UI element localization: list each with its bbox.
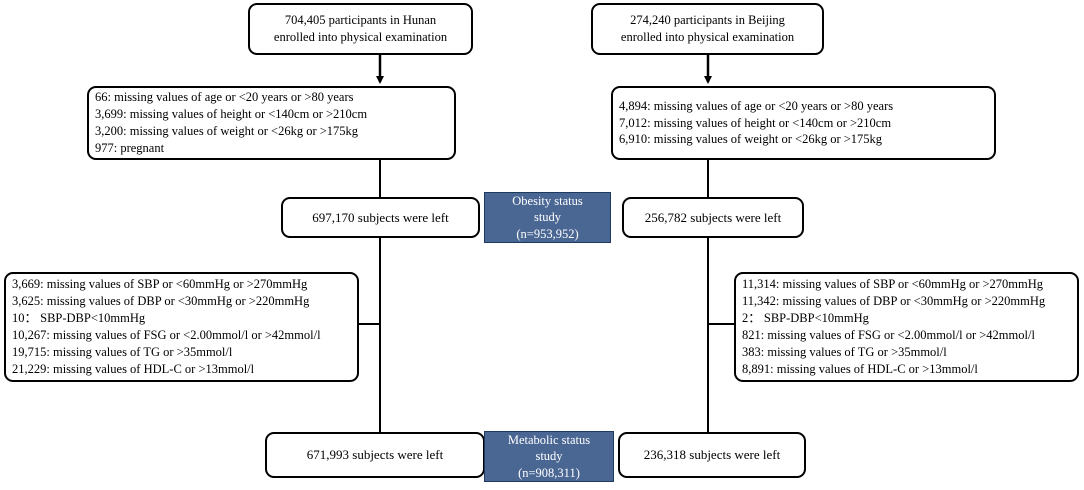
beijing-metabolic-exclusions-box: 11,314: missing values of SBP or <60mmHg… [734, 272, 1079, 382]
beijing-exclusion-dbp: 11,342: missing values of DBP or <30mmHg… [742, 294, 1046, 309]
hunan-exclusion-dbp: 3,625: missing values of DBP or <30mmHg … [12, 294, 310, 309]
hunan-enrolled-box: 704,405 participants in Hunan enrolled i… [248, 3, 473, 55]
beijing-enrolled-box: 274,240 participants in Beijing enrolled… [591, 3, 824, 55]
beijing-exclusion-tg: 383: missing values of TG or >35mmol/l [742, 344, 947, 359]
hunan-exclusion-pregnant: 977: pregnant [95, 140, 165, 155]
hunan-exclusion-fsg: 10,267: missing values of FSG or <2.00mm… [12, 328, 321, 342]
hunan-exclusion-sbp: 3,669: missing values of SBP or <60mmHg … [12, 277, 308, 292]
beijing-left-after-anthro-box: 256,782 subjects were left [622, 197, 804, 238]
beijing-exclusion-hdl: 8,891: missing values of HDL-C or >13mmo… [742, 361, 978, 376]
metabolic-study-label-2: study [535, 449, 563, 464]
hunan-left-after-metabolic: 671,993 subjects were left [306, 447, 444, 463]
hunan-enrolled-line-1: 704,405 participants in Hunan [284, 13, 437, 28]
hunan-anthropometric-exclusions-box: 66: missing values of age or <20 years o… [87, 86, 456, 160]
obesity-status-study-box: Obesity status study (n=953,952) [484, 192, 611, 243]
metabolic-status-study-box: Metabolic status study (n=908,311) [484, 431, 614, 482]
beijing-exclusion-fsg: 821: missing values of FSG or <2.00mmol/… [742, 328, 1035, 342]
metabolic-study-label-1: Metabolic status [507, 433, 591, 448]
beijing-left-after-anthro: 256,782 subjects were left [644, 209, 782, 225]
beijing-exclusion-sbp: 11,314: missing values of SBP or <60mmHg… [742, 277, 1044, 292]
hunan-left-after-anthro-box: 697,170 subjects were left [281, 197, 480, 238]
beijing-exclusion-weight: 6,910: missing values of weight or <26kg… [619, 132, 883, 147]
obesity-study-label-1: Obesity status [512, 194, 583, 209]
beijing-left-after-metabolic: 236,318 subjects were left [643, 447, 781, 463]
hunan-metabolic-exclusions-box: 3,669: missing values of SBP or <60mmHg … [4, 272, 359, 382]
hunan-left-after-anthro: 697,170 subjects were left [312, 209, 449, 225]
hunan-exclusion-age: 66: missing values of age or <20 years o… [95, 90, 354, 105]
beijing-enrolled-line-2: enrolled into physical examination [620, 30, 795, 44]
hunan-exclusion-sbp-dbp: 10： SBP-DBP<10mmHg [12, 311, 146, 326]
beijing-left-after-metabolic-box: 236,318 subjects were left [618, 432, 806, 478]
hunan-left-after-metabolic-box: 671,993 subjects were left [265, 432, 485, 478]
hunan-exclusion-hdl: 21,229: missing values of HDL-C or >13mm… [12, 361, 255, 376]
beijing-exclusion-sbp-dbp: 2： SBP-DBP<10mmHg [742, 311, 869, 326]
hunan-enrolled-line-2: enrolled into physical examination [273, 30, 448, 44]
metabolic-study-count: (n=908,311) [518, 465, 580, 480]
obesity-study-label-2: study [533, 210, 562, 225]
beijing-exclusion-age: 4,894: missing values of age or <20 year… [619, 98, 894, 113]
hunan-exclusion-tg: 19,715: missing values of TG or >35mmol/… [12, 344, 233, 359]
hunan-exclusion-weight: 3,200: missing values of weight or <26kg… [95, 124, 359, 138]
beijing-anthropometric-exclusions-box: 4,894: missing values of age or <20 year… [611, 86, 996, 160]
beijing-enrolled-line-1: 274,240 participants in Beijing [630, 13, 785, 28]
hunan-exclusion-height: 3,699: missing values of height or <140c… [95, 107, 368, 122]
beijing-exclusion-height: 7,012: missing values of height or <140c… [619, 115, 892, 130]
obesity-study-count: (n=953,952) [516, 226, 579, 241]
